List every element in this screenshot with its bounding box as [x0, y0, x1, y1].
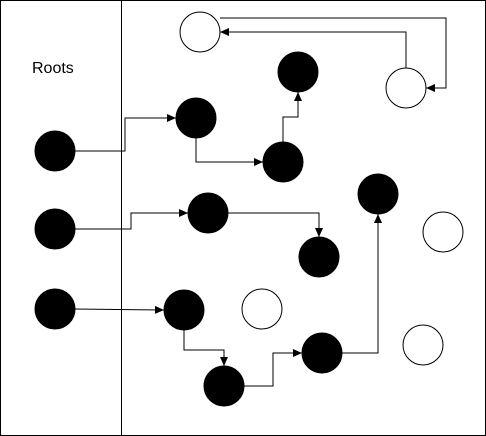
root-node-r1 — [34, 130, 76, 172]
edge-d-to-e — [228, 212, 323, 237]
reachable-node-h — [301, 332, 343, 374]
reachable-node-c — [262, 141, 304, 183]
unreachable-node-u2 — [385, 67, 427, 109]
unreachable-node-u1 — [179, 11, 221, 53]
edge-u1-to-u2 — [220, 17, 447, 92]
edge-r2-to-d — [75, 209, 188, 230]
nodes-layer — [34, 11, 464, 407]
reachable-node-b — [277, 51, 319, 93]
edge-a-to-b — [195, 138, 263, 166]
unreachable-node-u5 — [402, 324, 444, 366]
edges-layer — [74, 17, 447, 387]
reachable-node-e — [298, 236, 340, 278]
reachable-node-d — [187, 192, 229, 234]
reachable-node-a — [175, 97, 217, 139]
root-node-r2 — [34, 208, 76, 250]
edge-u2-to-u1 — [220, 28, 407, 68]
root-node-r3 — [34, 288, 76, 330]
reachable-node-f — [163, 289, 205, 331]
reachable-node-i — [357, 173, 399, 215]
reachable-node-g — [203, 365, 245, 407]
edge-h-to-i — [342, 214, 382, 354]
unreachable-node-u3 — [422, 211, 464, 253]
edge-g-to-h — [244, 349, 302, 387]
edge-b-to-c — [282, 92, 302, 142]
edge-f-to-g — [183, 330, 228, 366]
edge-r1-to-a — [75, 114, 176, 152]
edge-r3-to-f — [74, 305, 165, 314]
unreachable-node-u4 — [241, 288, 283, 330]
roots-label: Roots — [32, 60, 74, 77]
